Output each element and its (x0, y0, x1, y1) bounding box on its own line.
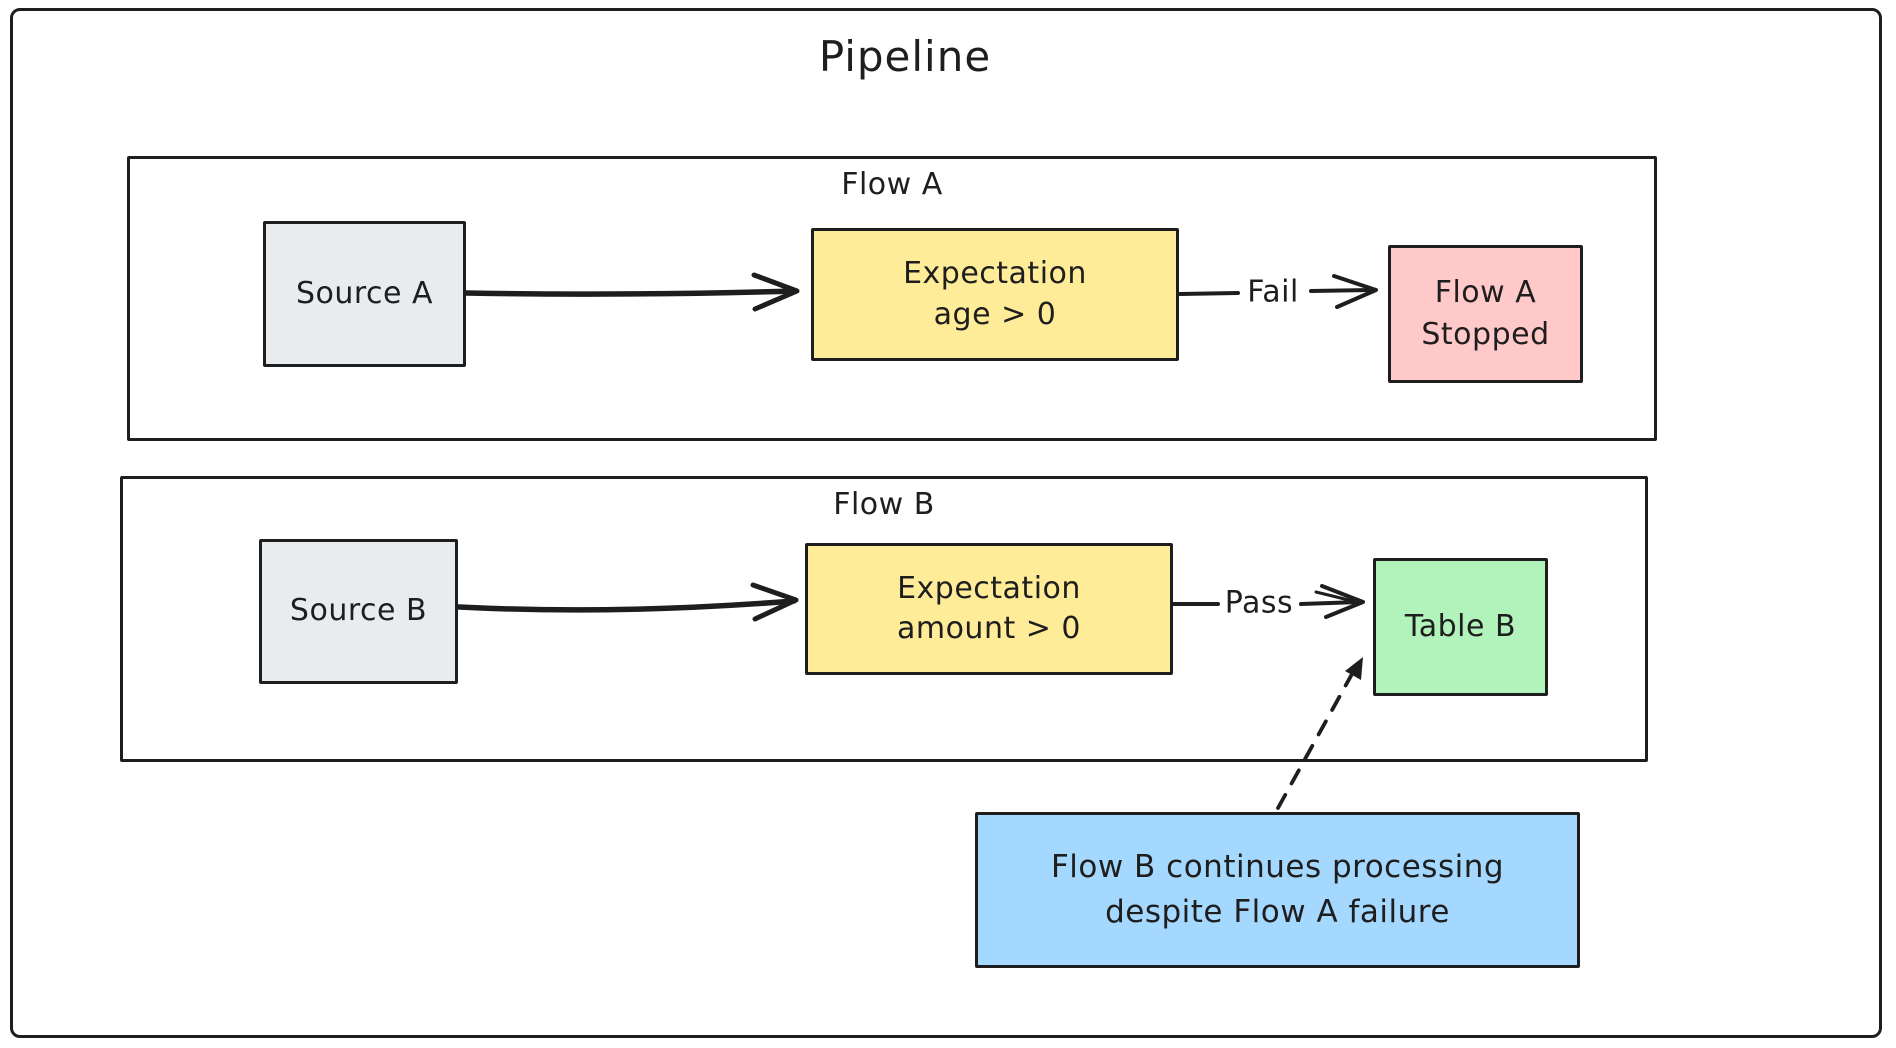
pipeline-container-border (10, 8, 1882, 1038)
table-b-node: Table B (1373, 558, 1548, 696)
source-a-node: Source A (263, 221, 466, 367)
pass-edge-label: Pass (1224, 585, 1294, 621)
expectation-amount-line1: Expectation (897, 570, 1081, 606)
flow-a-group: Flow A Source A Expectation age > 0 Flow… (127, 156, 1657, 441)
expectation-age-node: Expectation age > 0 (811, 228, 1179, 361)
note-line2: despite Flow A failure (1105, 894, 1450, 930)
flow-a-label: Flow A (841, 167, 943, 202)
source-b-node: Source B (259, 539, 458, 684)
expectation-amount-node: Expectation amount > 0 (805, 543, 1173, 675)
flow-b-label: Flow B (833, 487, 935, 522)
note-line1: Flow B continues processing (1050, 849, 1505, 886)
expectation-age-line2: age > 0 (933, 296, 1057, 332)
source-a-node-label: Source A (295, 275, 434, 311)
flow-a-stopped-node: Flow A Stopped (1388, 245, 1583, 383)
expectation-age-line1: Expectation (903, 256, 1087, 291)
table-b-node-label: Table B (1404, 608, 1517, 644)
source-b-node-label: Source B (289, 593, 428, 629)
expectation-amount-line2: amount > 0 (896, 611, 1082, 646)
flow-a-stopped-line2: Stopped (1421, 317, 1550, 352)
note-box: Flow B continues processing despite Flow… (975, 812, 1580, 968)
flow-b-group: Flow B Source B Expectation amount > 0 T… (120, 476, 1648, 762)
flow-a-stopped-line1: Flow A (1434, 275, 1537, 310)
fail-edge-label: Fail (1247, 274, 1299, 310)
diagram-title: Pipeline (818, 32, 992, 81)
